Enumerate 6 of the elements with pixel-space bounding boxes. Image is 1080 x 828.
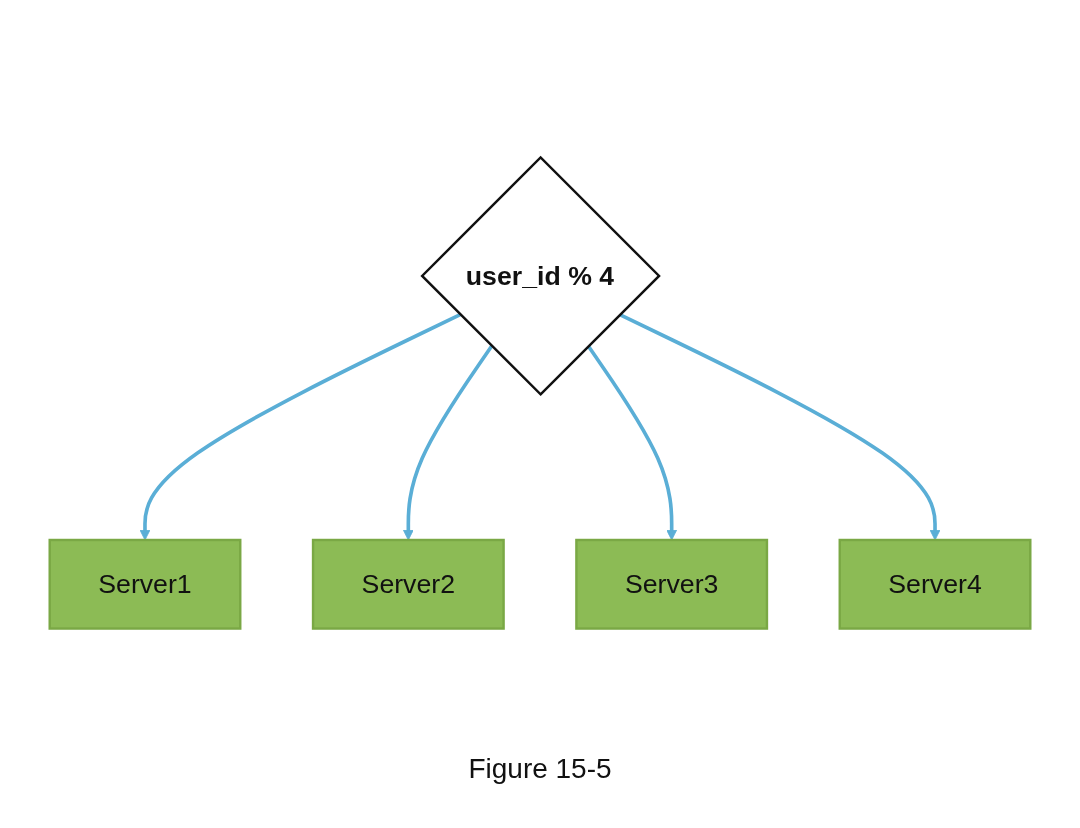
node-box: Server2 (311, 538, 505, 630)
node-diamond: user_id % 4 (420, 155, 661, 397)
caption: Figure 15-5 (468, 753, 612, 785)
node-box: Server4 (838, 538, 1032, 630)
node-box: Server1 (48, 538, 242, 630)
node-box: Server3 (575, 538, 769, 630)
